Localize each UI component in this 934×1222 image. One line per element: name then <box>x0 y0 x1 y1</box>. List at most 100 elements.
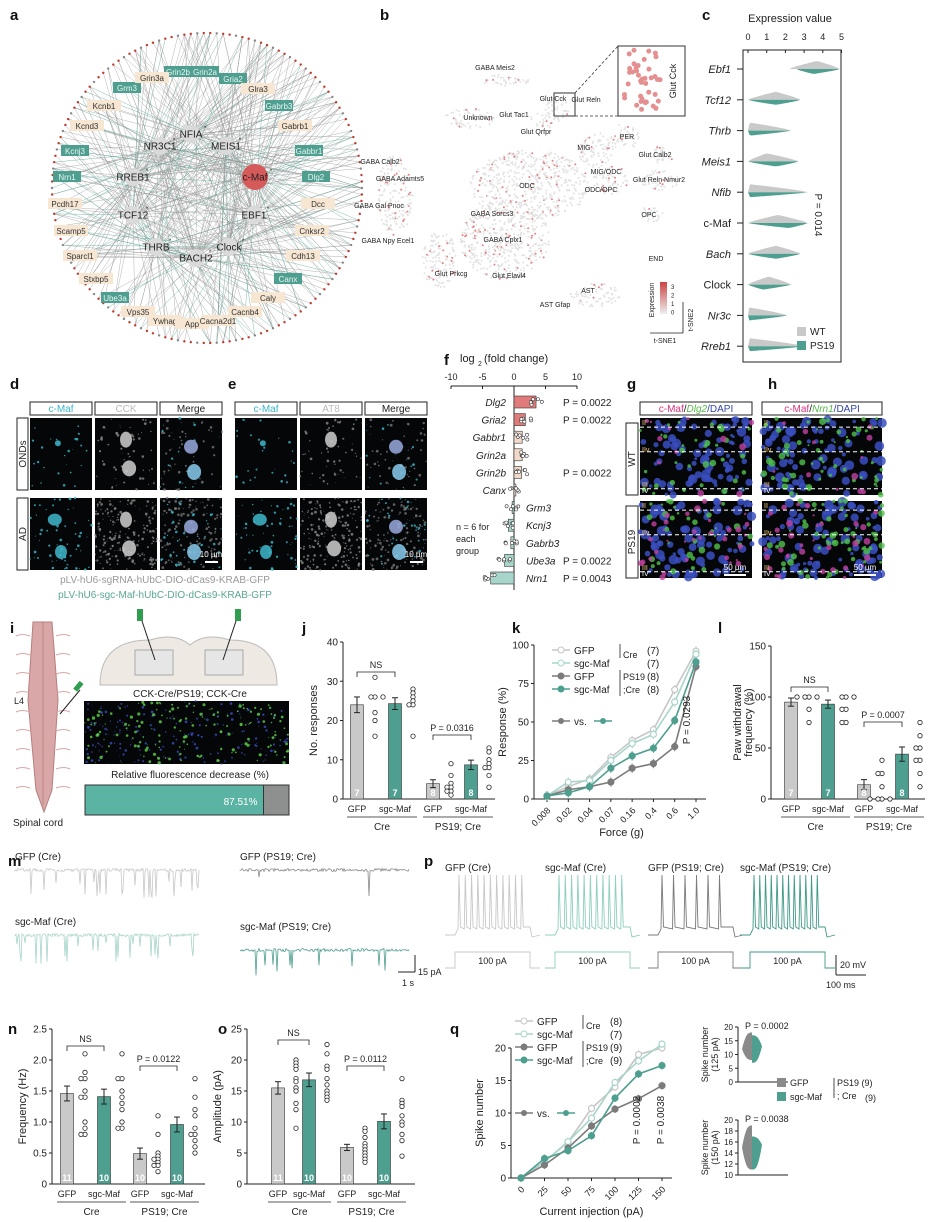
tsne-cell <box>493 74 496 77</box>
tsne-cell <box>508 175 511 178</box>
tsne-cell <box>492 78 495 81</box>
signal-spot <box>144 419 147 421</box>
signal-spot <box>172 735 175 738</box>
hub-node <box>245 206 263 224</box>
signal-spot <box>203 506 206 509</box>
signal-spot <box>295 517 298 520</box>
tsne-cell <box>538 206 540 209</box>
signal-spot <box>144 742 147 745</box>
tsne-cell <box>670 158 673 161</box>
signal-spot <box>841 476 850 485</box>
tsne-cell <box>542 256 545 259</box>
signal-spot <box>235 475 238 479</box>
outer-gene-node <box>84 90 87 93</box>
tsne-cell <box>519 206 522 209</box>
signal-spot <box>222 724 225 726</box>
tsne-cell <box>496 180 499 183</box>
target-gene-box <box>101 292 129 303</box>
signal-spot <box>860 524 867 531</box>
panel-label-a: a <box>10 7 19 24</box>
tsne-cell <box>432 256 434 259</box>
signal-spot <box>175 738 178 741</box>
network-edge <box>85 176 134 285</box>
network-edge <box>89 86 230 248</box>
signal-spot <box>340 556 343 558</box>
signal-spot <box>320 511 322 514</box>
signal-spot <box>202 440 205 443</box>
signal-spot <box>802 428 809 435</box>
tsne-cell <box>508 254 510 257</box>
signal-spot <box>163 529 165 531</box>
tsne-cell <box>515 247 518 250</box>
tsne-cell <box>581 173 583 176</box>
tsne-cell <box>437 253 440 256</box>
tsne-cell <box>659 151 662 154</box>
outer-gene-node <box>170 337 173 341</box>
signal-spot <box>270 505 273 507</box>
tsne-cell <box>524 210 527 213</box>
signal-spot <box>164 524 167 527</box>
signal-spot <box>178 481 182 484</box>
signal-spot <box>317 534 320 537</box>
signal-spot <box>781 504 787 511</box>
panel-label-k: k <box>512 620 521 637</box>
outer-gene-node <box>128 52 131 55</box>
tsne-cell <box>497 268 500 271</box>
signal-spot <box>386 532 389 534</box>
tsne-cell <box>611 175 614 178</box>
signal-spot <box>33 504 36 507</box>
signal-spot <box>768 486 774 492</box>
tsne-cell <box>528 255 531 258</box>
tsne-cell <box>533 163 536 166</box>
signal-spot <box>736 429 740 433</box>
signal-spot <box>119 501 121 503</box>
signal-spot <box>119 425 121 427</box>
signal-spot <box>242 418 245 421</box>
signal-spot <box>150 449 153 452</box>
signal-spot <box>120 444 122 446</box>
network-edge <box>253 68 307 216</box>
row-label-box <box>625 422 639 496</box>
tsne-cell <box>589 294 592 296</box>
signal-spot <box>334 564 338 567</box>
tsne-cell <box>492 214 495 217</box>
network-edge <box>65 124 134 216</box>
signal-spot <box>194 482 196 484</box>
outer-gene-node <box>327 90 330 93</box>
signal-spot <box>799 548 806 555</box>
signal-spot <box>656 526 667 536</box>
tsne-cell <box>564 179 567 181</box>
tsne-cell <box>503 201 506 204</box>
tsne-cell <box>518 221 521 224</box>
signal-spot <box>875 417 879 420</box>
tsne-cell <box>613 142 616 145</box>
signal-spot <box>360 422 362 424</box>
outer-gene-node <box>157 39 161 42</box>
hub-node <box>151 137 169 155</box>
signal-spot <box>272 534 275 537</box>
signal-spot <box>94 538 96 540</box>
tsne-cell <box>619 131 622 134</box>
signal-spot <box>422 539 425 541</box>
signal-spot <box>328 502 331 504</box>
outer-gene-node <box>164 37 167 40</box>
tsne-cell <box>584 175 586 178</box>
signal-spot <box>153 562 156 565</box>
tsne-cell <box>470 243 473 246</box>
tsne-cell <box>500 255 503 258</box>
replicate-point <box>503 541 508 546</box>
signal-spot <box>248 551 251 554</box>
tsne-cell <box>542 118 544 121</box>
signal-spot <box>77 432 80 435</box>
tsne-cell <box>499 182 501 184</box>
signal-spot <box>657 460 661 465</box>
target-gene-box <box>79 273 113 284</box>
tsne-cell <box>508 181 511 183</box>
tsne-cell <box>449 242 452 245</box>
signal-spot <box>109 547 112 550</box>
signal-spot <box>320 532 324 535</box>
signal-spot <box>851 431 857 437</box>
tsne-cell <box>502 209 505 212</box>
x-tick-label: 5 <box>543 372 548 382</box>
